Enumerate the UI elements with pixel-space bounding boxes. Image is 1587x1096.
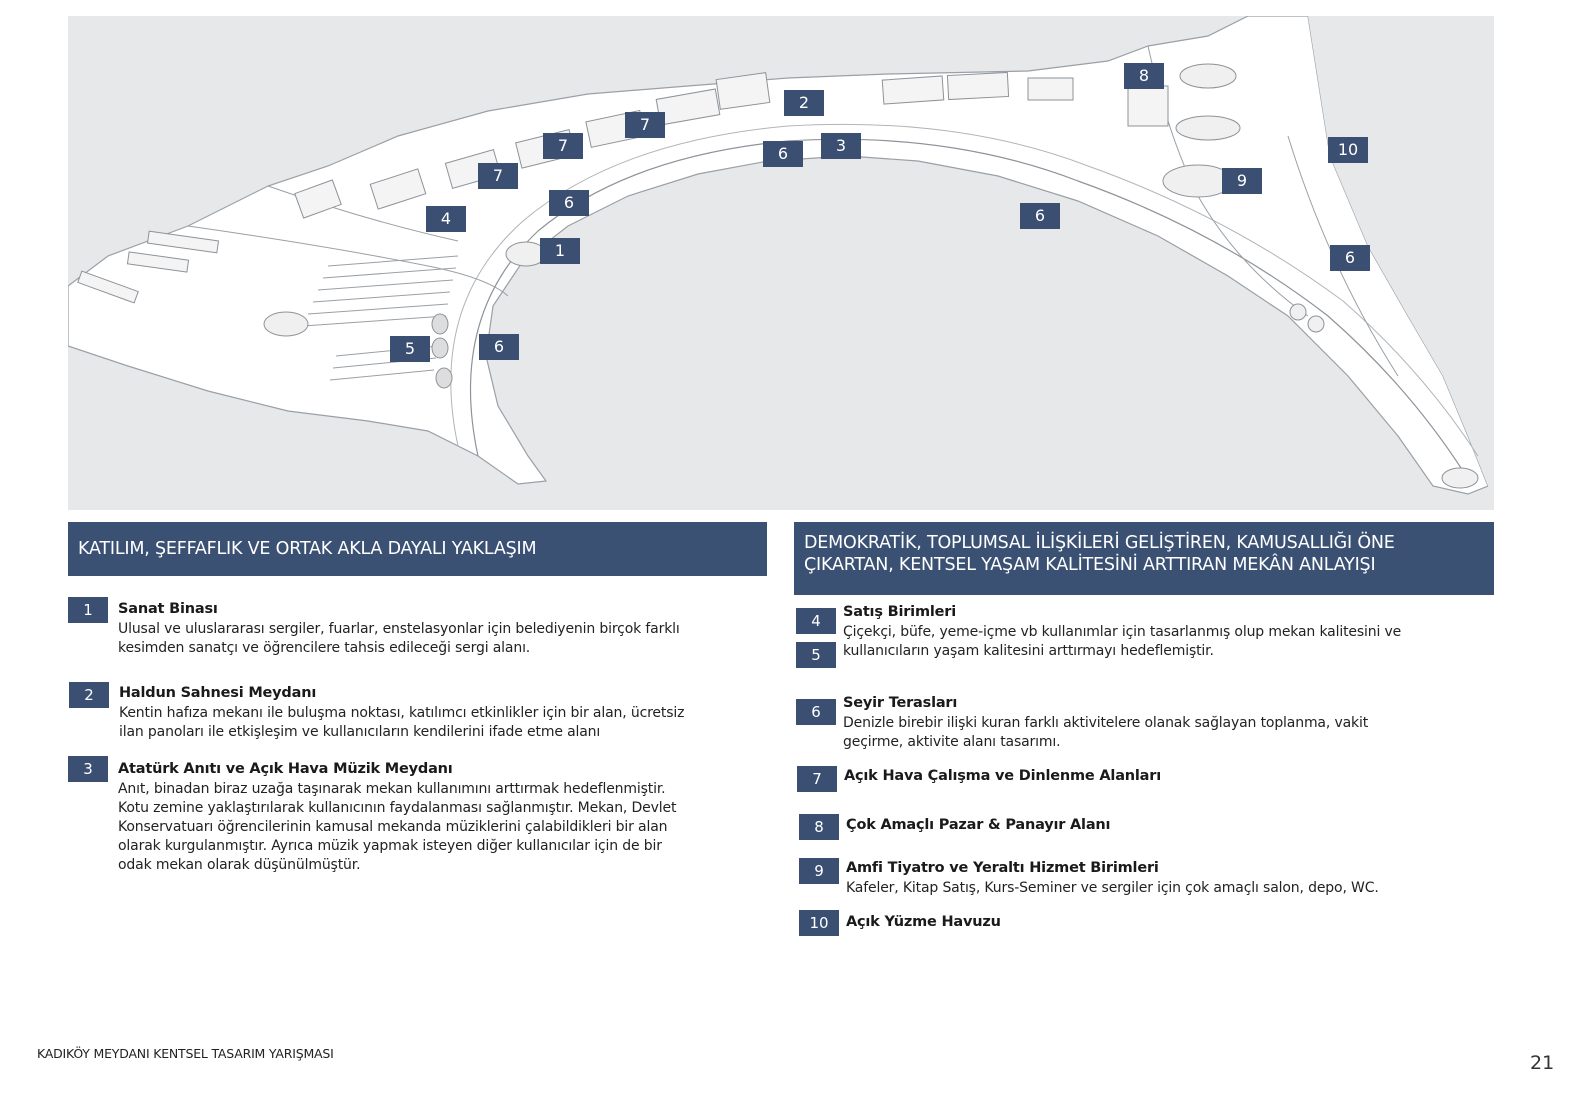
item-title-ataturk-aniti: Atatürk Anıtı ve Açık Hava Müzik Meydanı <box>118 761 453 777</box>
item-title-haldun-sahnesi: Haldun Sahnesi Meydanı <box>119 685 317 701</box>
item-title-amfi-tiyatro: Amfi Tiyatro ve Yeraltı Hizmet Birimleri <box>846 860 1159 876</box>
map-marker-10: 10 <box>1328 137 1368 163</box>
desc-line: Kentin hafıza mekanı ile buluşma noktası… <box>119 705 685 721</box>
road-1 <box>187 225 509 297</box>
map-marker-5: 5 <box>390 336 430 362</box>
desc-line: odak mekan olarak düşünülmüştür. <box>118 857 361 873</box>
desc-line: kullanıcıların yaşam kalitesini arttırma… <box>843 643 1214 659</box>
sea-right <box>1248 16 1494 510</box>
desc-line: Kafeler, Kitap Satış, Kurs-Seminer ve se… <box>846 880 1379 896</box>
item-title-yuzme-havuzu: Açık Yüzme Havuzu <box>846 914 1001 930</box>
desc-line: Kotu zemine yaklaştırılarak kullanıcının… <box>118 800 677 816</box>
item-number-5: 5 <box>796 642 836 668</box>
map-marker-1: 1 <box>540 238 580 264</box>
item-desc-ataturk-aniti: Anıt, binadan biraz uzağa taşınarak meka… <box>118 780 676 875</box>
map-marker-6: 6 <box>1330 245 1370 271</box>
round-plaza <box>263 311 309 337</box>
item-number-8: 8 <box>799 814 839 840</box>
right-section-banner: DEMOKRATİK, TOPLUMSAL İLİŞKİLERİ GELİŞTİ… <box>794 522 1494 595</box>
item-desc-sanat-binasi: Ulusal ve uluslararası sergiler, fuarlar… <box>118 620 680 658</box>
pier-end <box>1441 467 1479 489</box>
desc-line: ilan panoları ile etkişleşim ve kullanıc… <box>119 724 601 740</box>
item-number-7: 7 <box>797 766 837 792</box>
footer-project-title: KADIKÖY MEYDANI KENTSEL TASARIM YARIŞMAS… <box>37 1046 334 1061</box>
map-marker-6: 6 <box>763 141 803 167</box>
kiosk-2 <box>431 337 449 359</box>
map-marker-7: 7 <box>543 133 583 159</box>
right-banner-line-1: DEMOKRATİK, TOPLUMSAL İLİŞKİLERİ GELİŞTİ… <box>804 533 1395 553</box>
map-marker-2: 2 <box>784 90 824 116</box>
item-number-3: 3 <box>68 756 108 782</box>
item-title-satis-birimleri: Satış Birimleri <box>843 604 956 620</box>
map-marker-6: 6 <box>479 334 519 360</box>
item-title-pazar-panayir: Çok Amaçlı Pazar & Panayır Alanı <box>846 817 1111 833</box>
right-banner-line-2: ÇIKARTAN, KENTSEL YAŞAM KALİTESİNİ ARTTI… <box>804 555 1376 575</box>
item-title-acik-hava-calisma: Açık Hava Çalışma ve Dinlenme Alanları <box>844 768 1161 784</box>
map-marker-7: 7 <box>625 112 665 138</box>
desc-line: Çiçekçi, büfe, yeme-içme vb kullanımlar … <box>843 624 1402 640</box>
kiosk-3 <box>435 367 453 389</box>
pool-circle-2 <box>1307 315 1325 333</box>
item-desc-amfi-tiyatro: Kafeler, Kitap Satış, Kurs-Seminer ve se… <box>846 879 1379 898</box>
item-desc-seyir-teraslari: Denizle birebir ilişki kuran farklı akti… <box>843 714 1368 752</box>
site-plan-drawing <box>68 16 1494 510</box>
item-number-6: 6 <box>796 699 836 725</box>
item-desc-haldun-sahnesi: Kentin hafıza mekanı ile buluşma noktası… <box>119 704 684 742</box>
map-marker-6: 6 <box>1020 203 1060 229</box>
page-number: 21 <box>1530 1052 1555 1074</box>
pool-circle-1 <box>1289 303 1307 321</box>
promenade-curve-2 <box>450 123 1479 457</box>
left-section-banner: KATILIM, ŞEFFAFLIK VE ORTAK AKLA DAYALI … <box>68 522 767 576</box>
item-desc-satis-birimleri: Çiçekçi, büfe, yeme-içme vb kullanımlar … <box>843 623 1401 661</box>
pool-shape-2 <box>1175 115 1241 141</box>
map-marker-7: 7 <box>478 163 518 189</box>
item-number-4: 4 <box>796 608 836 634</box>
kiosk-1 <box>431 313 449 335</box>
parking-stripes <box>302 255 459 381</box>
left-banner-text: KATILIM, ŞEFFAFLIK VE ORTAK AKLA DAYALI … <box>78 539 537 559</box>
desc-line: olarak kurgulanmıştır. Ayrıca müzik yapm… <box>118 838 662 854</box>
road-2 <box>267 185 459 242</box>
map-marker-3: 3 <box>821 133 861 159</box>
desc-line: Konservatuarı öğrencilerinin kamusal mek… <box>118 819 668 835</box>
desc-line: Denizle birebir ilişki kuran farklı akti… <box>843 715 1369 731</box>
item-number-9: 9 <box>799 858 839 884</box>
desc-line: kesimden sanatçı ve öğrencilere tahsis e… <box>118 640 531 656</box>
pool-shape-1 <box>1179 63 1237 89</box>
item-title-seyir-teraslari: Seyir Terasları <box>843 695 958 711</box>
site-plan-map: 8 2 7 7 6 3 10 7 9 6 4 6 1 6 5 6 <box>68 16 1494 510</box>
item-title-sanat-binasi: Sanat Binası <box>118 601 218 617</box>
item-number-2: 2 <box>69 682 109 708</box>
map-marker-4: 4 <box>426 206 466 232</box>
item-number-1: 1 <box>68 597 108 623</box>
desc-line: geçirme, aktivite alanı tasarımı. <box>843 734 1061 750</box>
item-number-10: 10 <box>799 910 839 936</box>
map-marker-8: 8 <box>1124 63 1164 89</box>
map-marker-9: 9 <box>1222 168 1262 194</box>
desc-line: Anıt, binadan biraz uzağa taşınarak meka… <box>118 781 666 797</box>
desc-line: Ulusal ve uluslararası sergiler, fuarlar… <box>118 621 680 637</box>
map-marker-6: 6 <box>549 190 589 216</box>
